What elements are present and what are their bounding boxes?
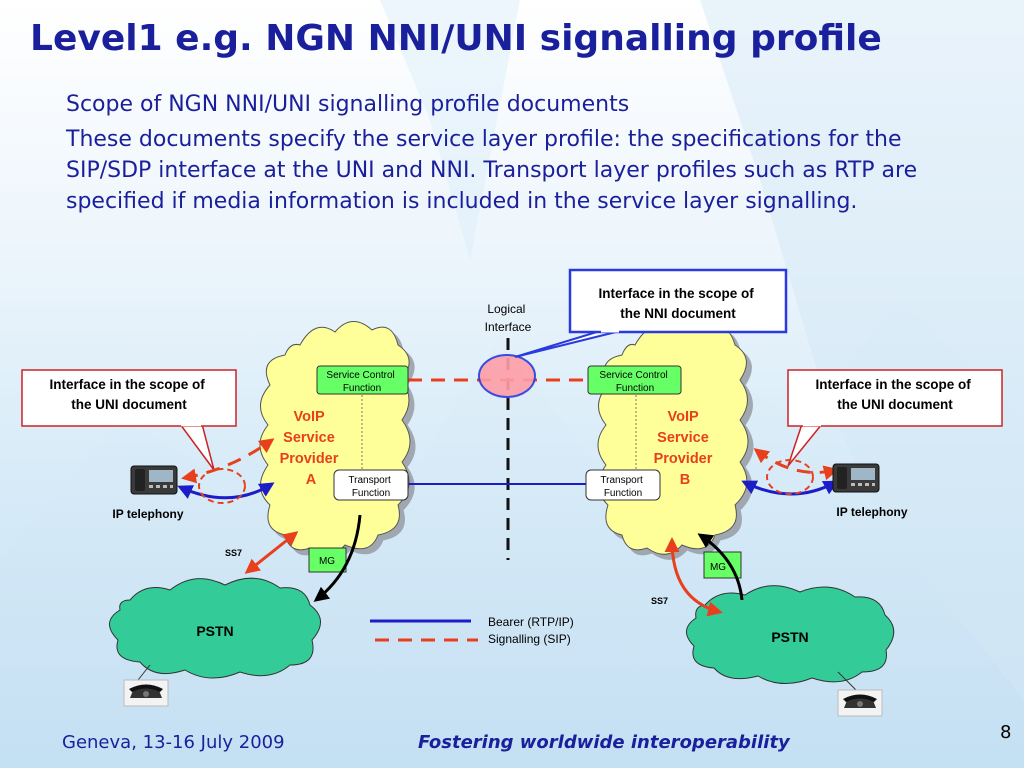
ip-telephony-right-label: IP telephony [836, 505, 907, 519]
slide-body-text: These documents specify the service laye… [66, 127, 918, 214]
svg-text:Interface in the scope of: Interface in the scope of the NNI docume… [598, 286, 757, 321]
bearer-link-uni-right [741, 480, 839, 496]
signalling-link-uni-right [753, 448, 839, 481]
svg-text:MG: MG [710, 562, 726, 573]
svg-text:Transport Function: Transport Function [600, 475, 645, 499]
uni-callout-right: Interface in the scope of the UNI docume… [787, 369, 1003, 467]
mg-pstn-link-a [313, 514, 362, 602]
svg-text:Interface in the scope of: Interface in the scope of the UNI docume… [815, 377, 974, 412]
ip-phone-left-icon [130, 465, 178, 495]
slide-subtitle: Scope of NGN NNI/UNI signalling profile … [66, 92, 630, 117]
svg-text:PSTN: PSTN [196, 623, 233, 639]
transport-function-b: Transport Function [585, 469, 661, 501]
svg-text:Bearer (RTP/IP): Bearer (RTP/IP) [488, 615, 574, 629]
bearer-link-uni-left [177, 482, 275, 500]
pstn-phone-left-icon [123, 679, 169, 707]
pstn-phone-right-icon [837, 689, 883, 717]
svg-text:PSTN: PSTN [771, 629, 808, 645]
uni-highlight-right [766, 459, 814, 495]
uni-callout-left: Interface in the scope of the UNI docume… [21, 369, 237, 471]
nni-callout: Interface in the scope of the NNI docume… [514, 268, 788, 358]
diagram-legend: Bearer (RTP/IP) Signalling (SIP) [370, 615, 574, 646]
service-control-function-b: Service Control Function [587, 365, 682, 395]
ss7-link-a [244, 531, 299, 574]
logical-interface-label: Logical Interface [485, 302, 532, 334]
ip-phone-right-icon [832, 463, 880, 493]
svg-text:MG: MG [319, 556, 335, 567]
signalling-link-uni-left [181, 438, 275, 484]
media-gateway-a: MG [308, 547, 347, 573]
mg-pstn-link-b [697, 533, 744, 601]
provider-b-label: VoIP Service Provider B [654, 409, 717, 488]
ss7-label-a: SS7 [225, 548, 242, 558]
svg-text:Service Control Function: Service Control Function [326, 370, 397, 394]
ss7-label-b: SS7 [651, 596, 668, 606]
slide-title: Level1 e.g. NGN NNI/UNI signalling profi… [30, 18, 882, 59]
pstn-cloud-b: PSTN [686, 585, 895, 684]
uni-highlight-left [198, 468, 246, 504]
svg-text:Transport Function: Transport Function [348, 475, 393, 499]
page-number: 8 [1000, 722, 1012, 743]
service-control-function-a: Service Control Function [316, 365, 409, 395]
footer-location-date: Geneva, 13-16 July 2009 [62, 732, 285, 753]
svg-text:Interface in the scope of: Interface in the scope of the UNI docume… [49, 377, 208, 412]
pstn-cloud-a: PSTN [109, 577, 321, 679]
ss7-link-b [664, 537, 723, 617]
footer-slogan: Fostering worldwide interoperability [418, 732, 790, 753]
nni-highlight-ellipse [478, 354, 536, 398]
provider-a-label: VoIP Service Provider A [280, 409, 343, 488]
transport-function-a: Transport Function [333, 469, 409, 501]
ip-telephony-left-label: IP telephony [112, 507, 183, 521]
svg-text:Service Control Function: Service Control Function [599, 370, 670, 394]
svg-text:Signalling (SIP): Signalling (SIP) [488, 632, 571, 646]
